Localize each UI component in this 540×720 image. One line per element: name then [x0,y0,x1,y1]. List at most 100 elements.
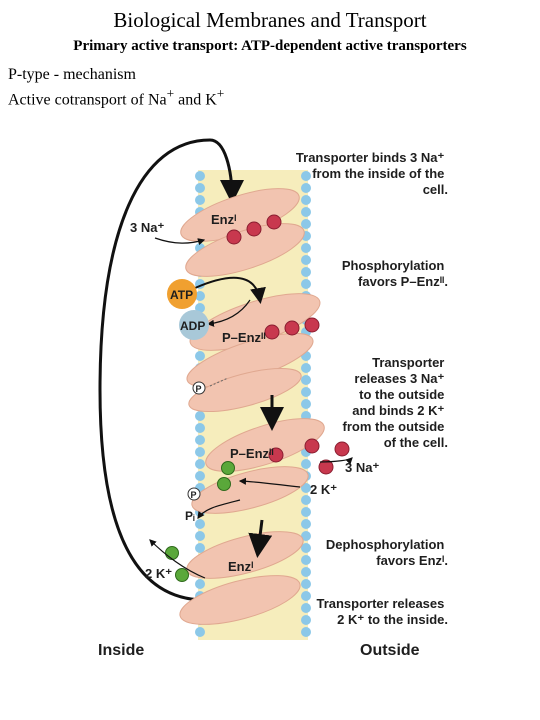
k-binding-arrow [238,477,301,488]
atp-molecule [167,279,197,309]
lipid-head [301,591,311,601]
lipid-head [301,543,311,553]
penz2-label-b: P–Enzᴵᴵ [230,446,274,461]
cotransport-line: Active cotransport of Na+ and K+ [8,86,224,109]
caption-step1: Transporter binds 3 Na⁺ from the inside … [296,150,448,197]
lipid-head [195,627,205,637]
enz1-bottom-label: Enzᴵ [228,559,253,574]
lipid-head [195,531,205,541]
pi-label: Pᵢ [185,509,195,523]
mechanism-line: P-type - mechanism [8,66,136,83]
lipid-head [301,603,311,613]
lipid-head [301,243,311,253]
lipid-head [301,183,311,193]
na-ion [304,317,320,333]
lipid-head [301,495,311,505]
protein-lobe [179,575,301,625]
lipid-head [301,219,311,229]
lipid-head [301,531,311,541]
protein-lobe [188,367,302,413]
na-ion [268,447,284,463]
k-release-arrow [149,539,206,579]
lipid-head [301,579,311,589]
na-ion [284,320,300,336]
k-ion [175,568,189,582]
adp-label: ADP [180,319,205,333]
lipid-head [301,507,311,517]
lipid-head [301,627,311,637]
na-release-arrow [319,457,353,465]
lipid-head [195,471,205,481]
lipid-head [301,207,311,217]
page-subtitle: Primary active transport: ATP-dependent … [73,38,467,54]
k-outside-label: 2 K⁺ [310,482,337,497]
ions [165,214,350,582]
lipid-head [301,375,311,385]
k-ion [165,546,179,560]
inside-label: Inside [98,642,144,659]
lipid-head [301,615,311,625]
cotransport-text-b: and K [174,91,217,109]
lipid-head [195,171,205,181]
lipid-head [195,543,205,553]
na-outside-label: 3 Na⁺ [345,460,379,475]
k-ion [221,461,235,475]
phosphate-free [192,381,206,395]
lipid-head [195,195,205,205]
k-inside-label: 2 K⁺ [145,566,172,581]
lipid-head [301,363,311,373]
na-ion [226,229,242,245]
lipid-head [301,195,311,205]
outside-label: Outside [360,642,420,659]
adp-release-arrow [206,299,251,327]
caption-step3: Transporter releases 3 Na⁺ to the outsid… [343,355,448,450]
lipid-head [301,387,311,397]
enz1-top-label: Enzᴵ [211,212,236,227]
phosphorylation-arrow [194,276,266,304]
lipid-head [195,351,205,361]
lipid-head [301,267,311,277]
lipid-head [195,435,205,445]
page-title: Biological Membranes and Transport [113,8,427,32]
lipid-head [301,255,311,265]
cotransport-text-a: Active cotransport of Na [8,91,167,109]
lipid-head [301,171,311,181]
k-ion [217,477,231,491]
superscript-plus-a: + [166,86,175,101]
adp-molecule [179,310,209,340]
caption-step2: Phosphorylation favors P–Enzᴵᴵ. [342,258,448,289]
lipid-head [301,567,311,577]
na-ion [264,324,280,340]
lipid-head [195,459,205,469]
na-ion [318,459,334,475]
lipid-head [301,279,311,289]
lipid-head [195,423,205,433]
phosphate-free-label: P [196,384,202,394]
phosphate-bound-label: P [191,490,197,500]
lipid-head [195,183,205,193]
lipid-head [195,579,205,589]
na-ion [334,441,350,457]
na-ion [246,221,262,237]
p-link-line [209,377,229,387]
lipid-head [301,519,311,529]
phosphate-bound [187,487,201,501]
lipid-head [301,483,311,493]
lipid-head [301,459,311,469]
na-ion [266,214,282,230]
pi-release-arrow [197,499,241,519]
caption-step4: Dephosphorylation favors Enzᴵ. [326,537,448,568]
lipid-head [195,519,205,529]
superscript-plus-b: + [216,86,225,101]
conformation-arrow-2 [248,519,273,558]
lipid-head [301,555,311,565]
na-ion [304,438,320,454]
protein-lobe [191,466,309,514]
lipid-head [195,291,205,301]
cycle-arrow [98,138,244,602]
penz2-label-a: P–Enzᴵᴵ [222,330,266,345]
protein-lobe [205,418,325,472]
atp-label: ATP [170,288,193,302]
lipid-head [195,411,205,421]
